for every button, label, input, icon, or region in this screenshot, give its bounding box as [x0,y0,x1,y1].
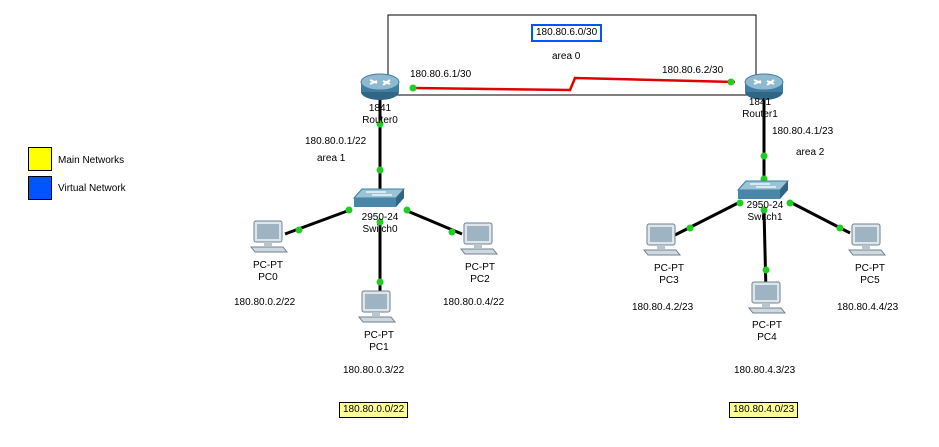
pc0-label[interactable]: PC-PT PC0 [243,260,293,284]
pc-name: PC5 [860,275,880,286]
router-icon[interactable] [360,73,400,100]
pc-name: PC3 [659,275,679,286]
pc5-label[interactable]: PC-PT PC5 [845,263,895,287]
pc0-ip: 180.80.0.2/22 [234,297,296,308]
switch-icon[interactable] [352,188,406,207]
router-model: 1841 [748,97,772,108]
pc4-ip: 180.80.4.3/23 [734,365,796,376]
pc-type: PC-PT [654,263,684,274]
area1-label: area 1 [317,153,346,164]
virtual-network-label: 180.80.6.0/30 [531,24,603,42]
router-name: Router1 [742,109,778,120]
pc-icon[interactable] [249,220,289,253]
pc-icon[interactable] [747,281,787,314]
pc3-label[interactable]: PC-PT PC3 [644,263,694,287]
pc-name: PC4 [757,332,777,343]
pc-name: PC2 [470,274,490,285]
switch-model: 2950-24 [361,212,399,223]
pc3-ip: 180.80.4.2/23 [632,302,694,313]
legend-swatch-virtual [28,176,52,200]
pc-type: PC-PT [253,260,283,271]
pc4-label[interactable]: PC-PT PC4 [742,320,792,344]
legend-label-main: Main Networks [58,155,125,166]
pc-icon[interactable] [459,222,499,255]
switch-model: 2950-24 [746,200,784,211]
router1-label[interactable]: 1841 Router1 [730,97,790,121]
pc-name: PC1 [369,342,389,353]
switch-name: Switch1 [747,212,783,223]
main-network-right-label: 180.80.4.0/23 [729,402,799,418]
router-name: Router0 [362,115,398,126]
switch0-label[interactable]: 2950-24 Switch0 [345,212,415,236]
router0-lan-ip: 180.80.0.1/22 [305,136,367,147]
pc2-ip: 180.80.0.4/22 [443,297,505,308]
pc-icon[interactable] [642,223,682,256]
pc-icon[interactable] [847,223,887,256]
switch-icon[interactable] [736,180,790,199]
pc5-ip: 180.80.4.4/23 [837,302,899,313]
area2-label: area 2 [796,147,825,158]
pc-type: PC-PT [752,320,782,331]
area0-boundary [387,14,757,96]
pc1-label[interactable]: PC-PT PC1 [354,330,404,354]
router1-serial-ip: 180.80.6.2/30 [662,65,724,76]
router-model: 1841 [368,103,392,114]
area0-label: area 0 [552,51,581,62]
legend-swatch-main [28,147,52,171]
link-switch1-pc4[interactable] [762,209,768,293]
port-status-dots [295,78,844,286]
legend-label-virtual: Virtual Network [58,183,126,194]
router0-label[interactable]: 1841 Router0 [350,103,410,127]
router1-lan-ip: 180.80.4.1/23 [772,126,834,137]
pc-type: PC-PT [465,262,495,273]
router0-serial-ip: 180.80.6.1/30 [410,69,472,80]
pc-name: PC0 [258,272,278,283]
pc-type: PC-PT [364,330,394,341]
link-switch0-pc0[interactable] [284,208,351,236]
serial-link-router0-router1[interactable] [412,76,736,92]
pc1-ip: 180.80.0.3/22 [343,365,405,376]
router-icon[interactable] [744,73,784,100]
switch1-label[interactable]: 2950-24 Switch1 [730,200,800,224]
main-network-left-label: 180.80.0.0/22 [339,402,409,418]
pc2-label[interactable]: PC-PT PC2 [455,262,505,286]
pc-type: PC-PT [855,263,885,274]
link-switch1-pc3[interactable] [674,200,741,237]
switch-name: Switch0 [362,224,398,235]
pc-icon[interactable] [357,290,397,323]
